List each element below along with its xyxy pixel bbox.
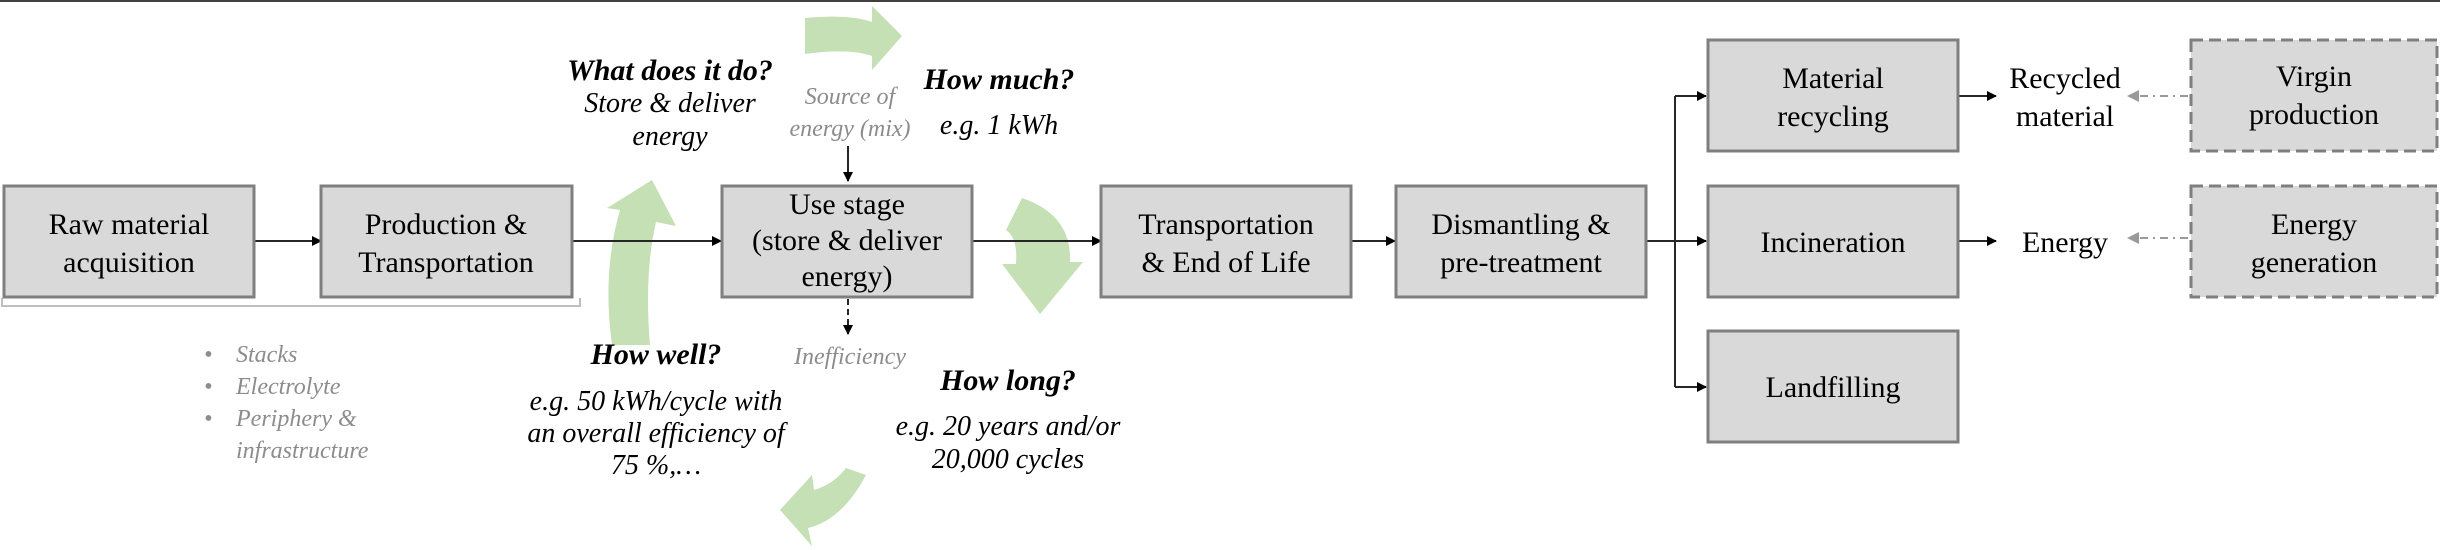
question-how-much-line-1: e.g. 1 kWh — [940, 110, 1058, 141]
box-raw-material-line-1: Raw material — [49, 208, 210, 241]
lifecycle-bracket — [1, 298, 581, 307]
box-landfilling: Landfilling — [1706, 329, 1960, 444]
box-energy-generation-line-2: generation — [2251, 246, 2378, 279]
box-production-line-2: Transportation — [358, 246, 534, 279]
box-dismantling-line-2: pre-treatment — [1440, 246, 1602, 279]
question-what-title: What does it do? — [567, 54, 773, 87]
question-how-long-line-2: 20,000 cycles — [932, 444, 1084, 475]
component-periphery: Periphery & — [235, 406, 357, 432]
question-what-line-2: energy — [632, 121, 708, 152]
box-transport-eol-line-2: & End of Life — [1141, 246, 1310, 279]
box-virgin-production: Virgin production — [2189, 38, 2439, 153]
question-how-well-line-1: e.g. 50 kWh/cycle with — [530, 386, 783, 417]
energy-source-line-2: energy (mix) — [789, 116, 910, 142]
energy-source-line-1: Source of — [805, 84, 899, 110]
box-production-line-1: Production & — [365, 208, 528, 241]
box-use-stage-line-3: energy) — [801, 260, 892, 293]
box-material-recycling-line-1: Material — [1782, 62, 1884, 95]
box-incineration-line-1: Incineration — [1761, 226, 1906, 259]
question-how-well-line-2: an overall efficiency of — [527, 418, 788, 449]
cycle-arrow-right — [1002, 198, 1083, 314]
box-raw-material-line-2: acquisition — [63, 246, 195, 279]
connectors — [254, 90, 2188, 392]
question-how-well-line-3: 75 %,… — [611, 450, 701, 481]
box-landfilling-line-1: Landfilling — [1766, 371, 1901, 404]
output-recycled-material-line-2: material — [2016, 100, 2114, 133]
cycle-arrow-left — [607, 180, 676, 345]
box-material-recycling-line-2: recycling — [1777, 100, 1889, 133]
box-dismantling: Dismantling & pre-treatment — [1394, 184, 1648, 299]
box-transport-eol-line-1: Transportation — [1138, 208, 1314, 241]
output-recycled-material-line-1: Recycled — [2009, 62, 2121, 95]
component-periphery-2: infrastructure — [236, 438, 369, 464]
bullet-electrolyte: • — [204, 374, 212, 400]
cycle-arrow-bottom — [780, 468, 866, 546]
box-use-stage-line-1: Use stage — [789, 188, 905, 221]
box-energy-generation: Energy generation — [2189, 184, 2439, 299]
cycle-arrow-top — [805, 6, 902, 70]
box-virgin-production-line-1: Virgin — [2276, 60, 2352, 93]
box-dismantling-line-1: Dismantling & — [1431, 208, 1610, 241]
output-energy: Energy — [2022, 226, 2108, 259]
component-list: • Stacks • Electrolyte • Periphery & inf… — [204, 342, 369, 464]
box-use-stage-line-2: (store & deliver — [752, 224, 942, 257]
box-virgin-production-line-2: production — [2249, 98, 2379, 131]
box-energy-generation-line-1: Energy — [2271, 208, 2357, 241]
question-how-well-title: How well? — [590, 338, 722, 371]
box-transport-eol: Transportation & End of Life — [1099, 184, 1353, 299]
box-raw-material: Raw material acquisition — [2, 184, 256, 299]
question-how-long-title: How long? — [939, 364, 1076, 397]
box-production: Production & Transportation — [319, 184, 574, 299]
question-how-much-title: How much? — [923, 63, 1075, 96]
bullet-stacks: • — [204, 342, 212, 368]
inefficiency-label: Inefficiency — [793, 344, 906, 370]
question-what-line-1: Store & deliver — [584, 88, 756, 119]
component-stacks: Stacks — [236, 342, 297, 368]
cycle-arrows — [607, 6, 1083, 546]
box-incineration: Incineration — [1706, 184, 1960, 299]
component-electrolyte: Electrolyte — [235, 374, 341, 400]
box-use-stage: Use stage (store & deliver energy) — [720, 184, 974, 299]
question-how-long-line-1: e.g. 20 years and/or — [896, 411, 1121, 442]
box-material-recycling: Material recycling — [1706, 38, 1960, 153]
bullet-periphery: • — [204, 406, 212, 432]
